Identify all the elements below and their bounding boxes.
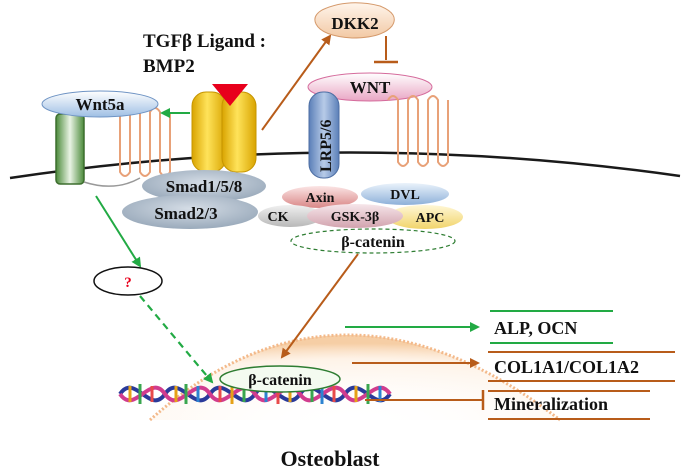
gsk-oval — [307, 204, 403, 228]
nucleus-arc — [149, 333, 561, 422]
smad158-label: Smad1/5/8 — [166, 177, 243, 196]
arrow-wnt5a-to-question — [95, 195, 142, 268]
frizzled-receptor — [387, 95, 449, 167]
dkk2-label: DKK2 — [331, 14, 378, 33]
dkk2-shape — [314, 2, 395, 39]
smad23-oval — [122, 195, 258, 229]
wnt5a-label: Wnt5a — [75, 95, 125, 114]
beta-catenin-cyto-oval — [290, 228, 456, 254]
ligand-label-line1: TGFβ Ligand : — [143, 31, 266, 52]
unknown-node-oval — [93, 266, 163, 296]
unknown-node-label: ? — [124, 275, 132, 291]
beta-catenin-nuc-label: β-catenin — [248, 372, 312, 389]
ck-oval — [258, 205, 322, 227]
lrp-receptor — [308, 91, 340, 179]
beta-catenin-nuc-oval — [219, 365, 341, 393]
dvl-label: DVL — [390, 188, 420, 203]
lrp-label: LRP5/6 — [318, 120, 335, 172]
wnt5a-oval — [41, 90, 159, 118]
arrow-question-to-dna — [139, 295, 214, 384]
alp-label: ALP, OCN — [494, 318, 577, 338]
wnt5a-receptor — [55, 107, 171, 187]
ck-label: CK — [268, 210, 289, 225]
gsk-label: GSK-3β — [331, 210, 380, 225]
smad158-oval — [142, 170, 266, 202]
axin-label: Axin — [306, 191, 335, 206]
arrow-bmp-to-dkk2 — [261, 34, 332, 131]
dvl-oval — [361, 183, 449, 205]
mineral-label: Mineralization — [494, 394, 608, 414]
cell-membrane — [9, 151, 681, 180]
arrow-bcat-to-nucleus — [280, 253, 359, 359]
ligand-label-line2: BMP2 — [143, 56, 195, 77]
apc-label: APC — [416, 211, 445, 226]
col-label: COL1A1/COL1A2 — [494, 357, 639, 377]
wnt-oval — [307, 72, 433, 102]
osteoblast-label: Osteoblast — [281, 446, 381, 471]
triangle-ligand-icon — [212, 84, 248, 106]
bmp-receptor — [191, 91, 257, 173]
wnt-label: WNT — [350, 78, 391, 97]
axin-oval — [282, 186, 358, 208]
apc-oval — [387, 205, 463, 229]
beta-catenin-cyto-label: β-catenin — [341, 234, 405, 251]
dna-helix-icon — [118, 384, 392, 404]
smad23-label: Smad2/3 — [154, 204, 217, 223]
